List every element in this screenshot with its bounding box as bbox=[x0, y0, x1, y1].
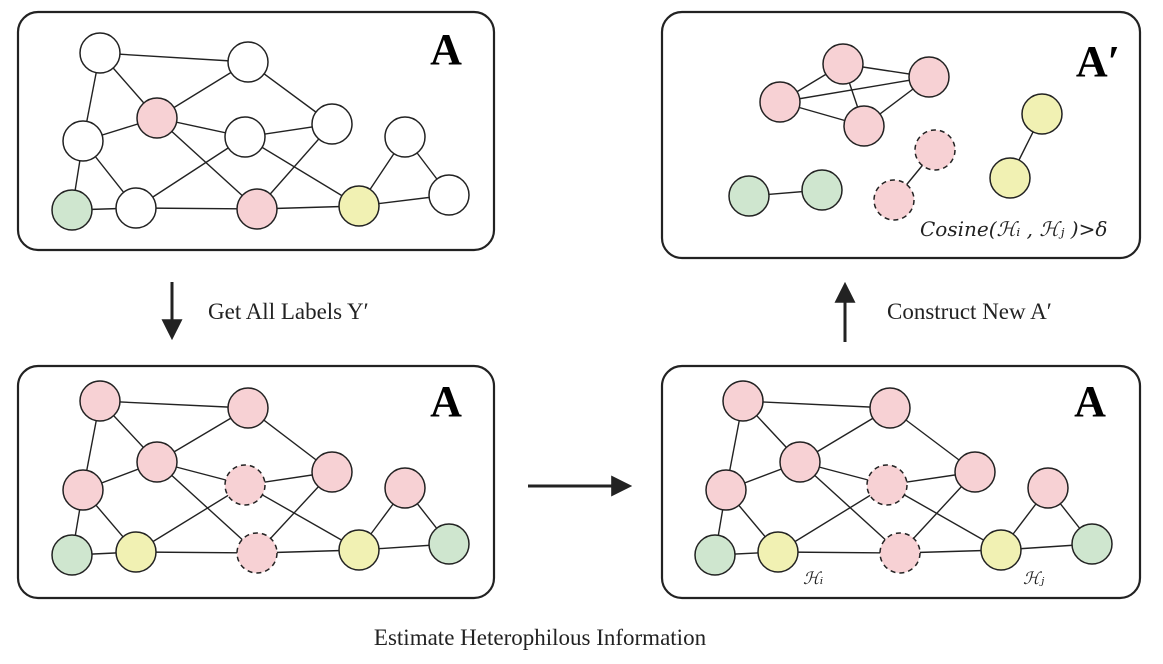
arrow-up-label: Construct New A′ bbox=[887, 299, 1052, 324]
graph-node-green bbox=[728, 175, 770, 217]
graph-edge bbox=[156, 461, 258, 554]
graph-edge bbox=[779, 76, 930, 103]
graph-edge bbox=[886, 484, 1002, 551]
graph-node-unlabeled bbox=[62, 120, 104, 162]
panel-label-top-left: A bbox=[430, 25, 462, 74]
graph-node-pink bbox=[236, 188, 278, 230]
graph-node-green bbox=[801, 169, 843, 211]
graph-bottom-right bbox=[694, 380, 1113, 576]
graph-node-pink bbox=[384, 467, 426, 509]
graph-node-pink bbox=[136, 441, 178, 483]
graph-node-unlabeled bbox=[384, 116, 426, 158]
graph-node-pink bbox=[705, 469, 747, 511]
graph-edge bbox=[99, 400, 249, 409]
h-i-label: ℋᵢ bbox=[803, 569, 823, 589]
graph-node-green bbox=[1071, 523, 1113, 565]
graph-node-pink bbox=[759, 81, 801, 123]
graph-node-pink bbox=[311, 451, 353, 493]
graph-node-green bbox=[694, 534, 736, 576]
graph-node-pink bbox=[1027, 467, 1069, 509]
graph-node-pink bbox=[954, 451, 996, 493]
graph-node-unlabeled bbox=[79, 32, 121, 74]
arrow-down-label: Get All Labels Y′ bbox=[208, 299, 369, 324]
graph-top-left bbox=[51, 32, 470, 231]
graph-node-pink bbox=[869, 387, 911, 429]
graph-bottom-left bbox=[51, 380, 470, 576]
graph-edge bbox=[777, 484, 888, 553]
graph-node-pink bbox=[822, 43, 864, 85]
graph-node-unlabeled bbox=[115, 187, 157, 229]
panel-bottom-right bbox=[660, 364, 1142, 600]
graph-edge bbox=[135, 484, 246, 553]
graph-node-pink bbox=[843, 105, 885, 147]
bottom-caption: Estimate Heterophilous Information bbox=[374, 625, 707, 650]
graph-node-unlabeled bbox=[428, 174, 470, 216]
graph-node-pink-dashed bbox=[873, 179, 915, 221]
graph-node-pink bbox=[227, 387, 269, 429]
graph-node-pink bbox=[779, 441, 821, 483]
graph-node-pink bbox=[79, 380, 121, 422]
graph-node-pink-dashed bbox=[236, 532, 278, 574]
graph-node-pink bbox=[136, 97, 178, 139]
panel-label-bottom-left: A bbox=[430, 377, 462, 426]
graph-node-pink bbox=[908, 56, 950, 98]
graph-node-yellow bbox=[980, 529, 1022, 571]
graph-node-green bbox=[51, 189, 93, 231]
graph-node-yellow bbox=[338, 529, 380, 571]
graph-node-yellow bbox=[1021, 93, 1063, 135]
graph-node-pink bbox=[722, 380, 764, 422]
graph-edge bbox=[244, 484, 360, 551]
graph-node-unlabeled bbox=[227, 41, 269, 83]
graph-node-pink-dashed bbox=[866, 464, 908, 506]
h-j-label: ℋⱼ bbox=[1023, 569, 1045, 589]
graph-edge bbox=[742, 400, 891, 409]
graph-edge bbox=[156, 117, 258, 210]
panel-label-bottom-right: A bbox=[1074, 377, 1106, 426]
panel-bottom-left bbox=[16, 364, 496, 600]
graph-edge bbox=[244, 136, 360, 207]
graph-edge bbox=[99, 52, 249, 63]
panel-top-right bbox=[660, 10, 1142, 260]
graph-node-unlabeled bbox=[224, 116, 266, 158]
graph-edge bbox=[135, 136, 246, 209]
graph-top-right bbox=[728, 43, 1063, 221]
graph-node-pink-dashed bbox=[224, 464, 266, 506]
cosine-condition: Cosine(ℋᵢ , ℋⱼ )>δ bbox=[920, 217, 1107, 241]
graph-node-unlabeled bbox=[311, 103, 353, 145]
graph-node-yellow bbox=[989, 157, 1031, 199]
graph-node-green bbox=[428, 523, 470, 565]
graph-node-pink-dashed bbox=[879, 532, 921, 574]
graph-node-green bbox=[51, 534, 93, 576]
graph-node-yellow bbox=[338, 185, 380, 227]
panel-label-top-right: A′ bbox=[1076, 37, 1120, 86]
panel-top-left bbox=[16, 10, 496, 252]
graph-node-pink-dashed bbox=[914, 129, 956, 171]
graph-node-yellow bbox=[115, 531, 157, 573]
graph-node-yellow bbox=[757, 531, 799, 573]
graph-node-pink bbox=[62, 469, 104, 511]
